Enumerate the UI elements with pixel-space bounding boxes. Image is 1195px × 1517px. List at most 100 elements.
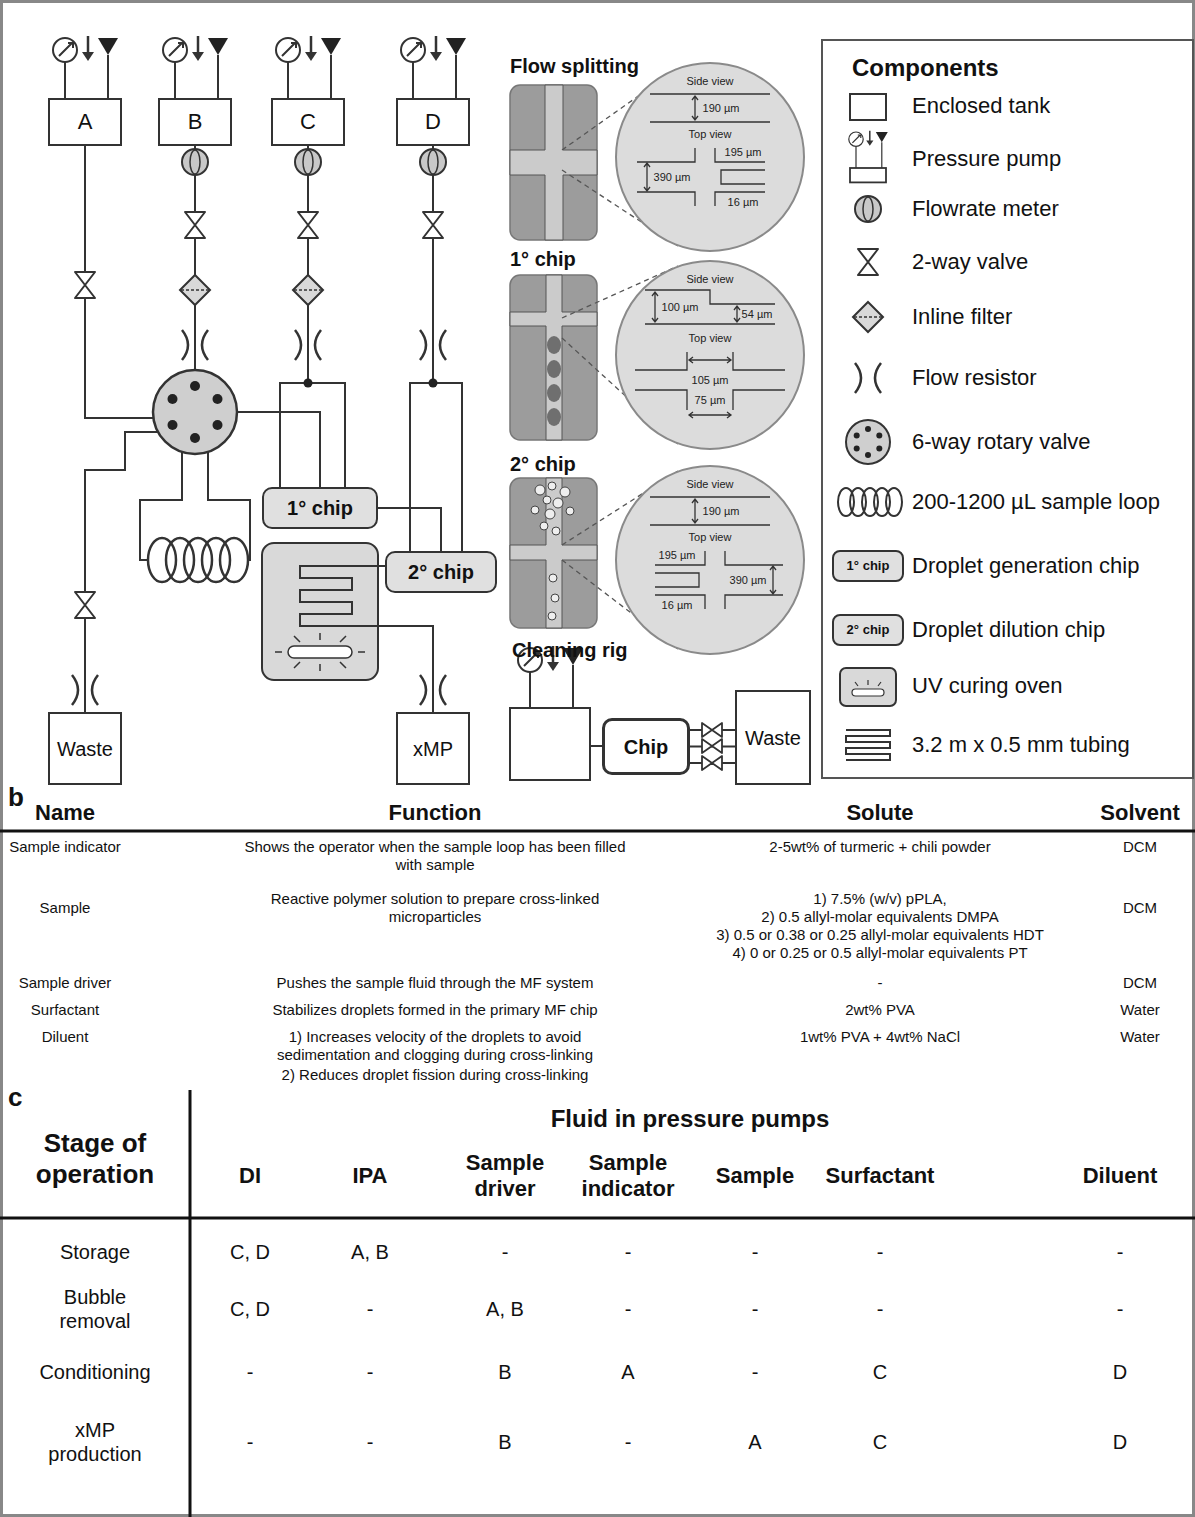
rotary-valve <box>153 370 237 454</box>
zoom-disc <box>616 466 804 654</box>
tube-wire <box>590 745 602 747</box>
legend-text: 6-way rotary valve <box>912 429 1091 455</box>
channel-sketch <box>652 292 658 322</box>
micrograph-secondary-chip <box>551 594 559 602</box>
channel-sketch <box>692 499 698 523</box>
zoom-circle-outline <box>615 465 805 655</box>
micrograph-primary-chip <box>547 384 561 402</box>
node-text: 1° chip <box>287 496 353 520</box>
section-heading: Cleaning rig <box>512 638 628 662</box>
micrograph-secondary-chip <box>552 527 560 535</box>
symbol-layer <box>180 275 210 305</box>
legend-text: 200-1200 µL sample loop <box>912 489 1160 515</box>
node-text: xMP <box>413 737 453 761</box>
junction-dot <box>429 379 438 388</box>
legend-icons <box>849 131 888 183</box>
tube-wire <box>194 146 196 370</box>
section-heading: Flow splitting <box>510 54 639 78</box>
symbol-layer <box>702 756 722 770</box>
tank-box: A <box>48 98 122 146</box>
micrograph-secondary-chip <box>510 478 597 628</box>
table-cell: B <box>498 1430 511 1454</box>
channel-sketch <box>650 94 770 122</box>
tube-connector <box>280 146 345 487</box>
table-cell: 1wt% PVA + 4wt% NaCl <box>800 1028 960 1046</box>
table-cell: - <box>502 1240 509 1264</box>
symbol-layer <box>293 275 323 305</box>
micrograph-flow-splitting <box>510 85 597 240</box>
sample-loop <box>202 538 230 582</box>
channel-sketch <box>692 96 698 120</box>
symbol-layer <box>298 212 318 238</box>
node-text: Waste <box>745 726 801 750</box>
table-cell: Reactive polymer solution to prepare cro… <box>240 890 630 926</box>
zoom-disc <box>616 63 804 251</box>
table-cell: A <box>748 1430 761 1454</box>
symbol-layer <box>702 723 722 737</box>
dimension-label: 390 µm <box>730 574 767 586</box>
table-cell: 2) 0.5 allyl-molar equivalents DMPA <box>761 908 998 926</box>
table-cell: DCM <box>1123 974 1157 992</box>
legend-icons <box>886 488 902 516</box>
legend-icons <box>846 420 890 464</box>
table-cell: 2-5wt% of turmeric + chili powder <box>769 838 990 856</box>
micrograph-secondary-chip <box>548 482 556 490</box>
legend-text: Inline filter <box>912 304 1012 330</box>
table-header: Sample <box>716 1163 794 1189</box>
table-cell: A, B <box>486 1297 524 1321</box>
table-header: Surfactant <box>826 1163 935 1189</box>
junction-dot <box>304 379 313 388</box>
micrograph-secondary-chip <box>548 612 556 620</box>
table-cell: C, D <box>230 1240 270 1264</box>
node-text: C <box>300 109 316 135</box>
view-label: Side view <box>686 478 733 490</box>
legend-icons <box>852 689 884 696</box>
table-cell: - <box>1117 1297 1124 1321</box>
channel-sketch <box>734 306 740 322</box>
zoom-circle: Side view100 µm54 µmTop view105 µm75 µm <box>615 260 805 450</box>
legend-icons <box>853 302 883 332</box>
table-rule <box>0 830 1195 833</box>
legend-icons <box>865 426 871 432</box>
table-header: Function <box>389 800 482 826</box>
table-cell: DCM <box>1123 838 1157 856</box>
symbol-layer <box>75 272 95 298</box>
table-cell: Storage <box>30 1240 160 1264</box>
zoom-circle: Side view190 µmTop view390 µm195 µm16 µm <box>615 62 805 252</box>
micrograph-secondary-chip <box>560 487 570 497</box>
legend-icons <box>833 551 903 581</box>
table-cell: - <box>752 1297 759 1321</box>
tank-box: xMP <box>396 712 470 785</box>
table-cell: xMP production <box>30 1418 160 1466</box>
legend-icons <box>833 94 903 760</box>
symbol-layer <box>53 36 118 98</box>
table-cell: Sample <box>40 899 91 917</box>
dimension-label: 16 µm <box>662 599 693 611</box>
zoom-circle-outline <box>616 261 804 449</box>
dimension-label: 75 µm <box>695 394 726 406</box>
symbol-layer <box>185 212 205 238</box>
rotary-valve <box>168 420 178 430</box>
uv-lamp <box>288 646 352 658</box>
table-cell: C <box>873 1430 887 1454</box>
rotary-valve <box>213 420 223 430</box>
node-text: 2° chip <box>408 560 474 584</box>
micrograph-primary-chip <box>547 360 561 378</box>
table-rule <box>0 1217 1195 1220</box>
legend-icons <box>850 94 886 120</box>
node-text: Waste <box>57 737 113 761</box>
table-header: Fluid in pressure pumps <box>551 1105 830 1134</box>
table-cell: - <box>878 974 883 992</box>
micrograph-secondary-chip <box>543 496 551 504</box>
micrograph-secondary-chip <box>510 478 597 628</box>
legend-icons <box>840 668 896 706</box>
uv-oven <box>262 543 378 680</box>
rotary-valve <box>153 370 237 454</box>
micrograph-secondary-chip <box>566 507 574 515</box>
micrograph-secondary-chip <box>545 509 555 519</box>
table-header: Solute <box>846 800 913 826</box>
tank-box: Waste <box>735 690 811 785</box>
table-cell: Diluent <box>42 1028 89 1046</box>
legend-icons <box>855 196 881 222</box>
